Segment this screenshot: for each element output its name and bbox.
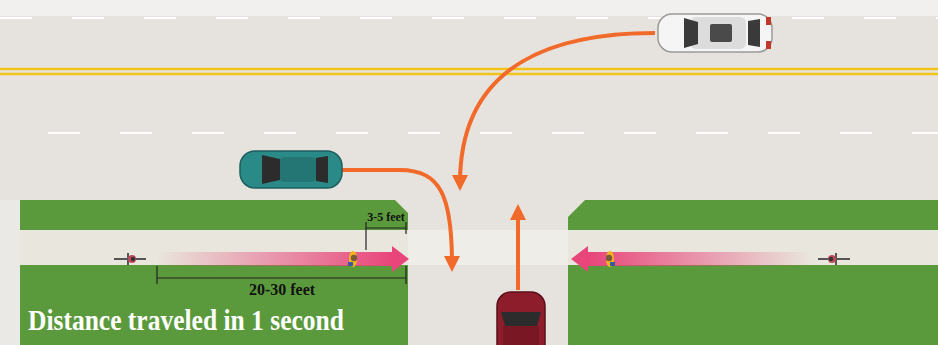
lane-line	[0, 17, 938, 19]
cyclist	[114, 253, 146, 265]
dimension-line	[366, 222, 406, 250]
motion-arrow	[571, 246, 588, 272]
grass	[20, 200, 408, 345]
sidewalk	[20, 230, 938, 265]
straight-arrow	[516, 212, 520, 290]
dimension-label: 20-30 feet	[226, 281, 338, 299]
motion-arrow	[155, 252, 393, 266]
center-line	[0, 73, 938, 76]
lane-line	[48, 132, 938, 134]
pedestrian	[606, 251, 615, 267]
white-car	[658, 14, 772, 52]
far-edge	[0, 0, 938, 16]
teal-car	[240, 151, 342, 188]
caption-text: Distance traveled in 1 second	[28, 303, 344, 336]
road	[0, 0, 938, 200]
side-street	[395, 200, 585, 345]
red-car	[497, 292, 545, 345]
pedestrian	[348, 251, 357, 267]
cyclist	[818, 253, 850, 265]
motion-arrow	[587, 252, 812, 266]
turn-arrow	[460, 33, 655, 183]
grass	[568, 200, 938, 345]
turn-arrow	[342, 170, 452, 264]
crosswalk	[408, 230, 568, 265]
dimension-label: 3-5 feet	[360, 211, 412, 224]
center-line	[0, 68, 938, 71]
